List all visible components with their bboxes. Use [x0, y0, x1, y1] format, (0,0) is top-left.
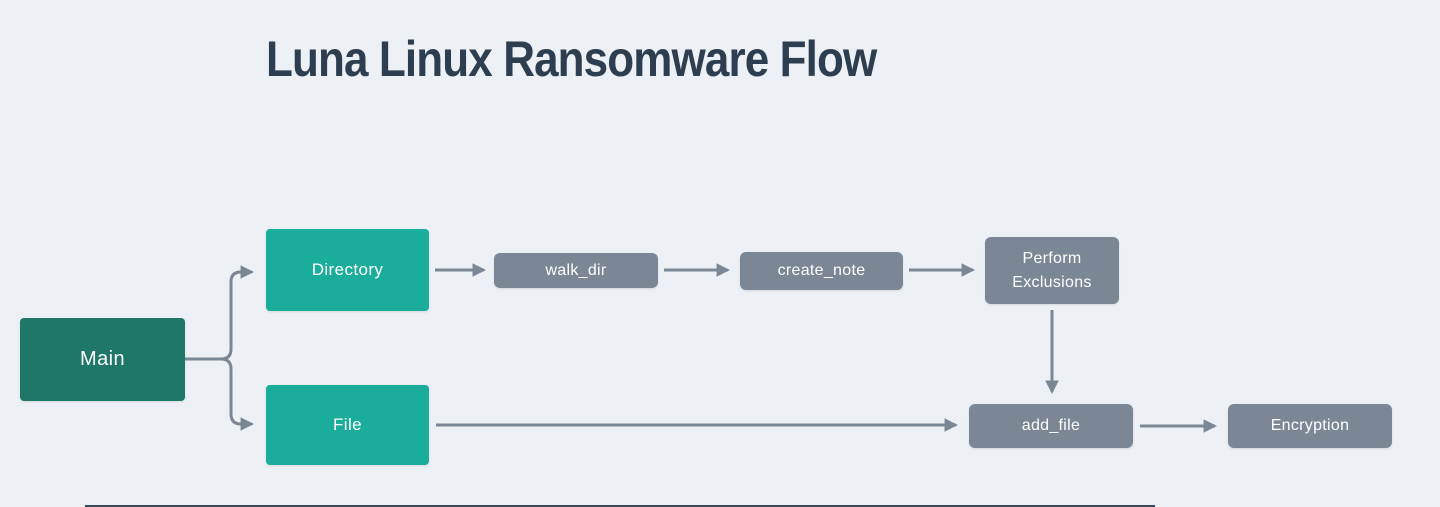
node-add-file-label: add_file	[1021, 417, 1081, 434]
node-perform-exclusions-label: Perform Exclusions	[1012, 250, 1092, 291]
node-add-file: add_file	[969, 404, 1133, 448]
page-title: Luna Linux Ransomware Flow	[266, 31, 877, 87]
node-file: File	[266, 385, 429, 465]
node-create-note: create_note	[740, 252, 903, 290]
node-encryption-label: Encryption	[1270, 417, 1350, 434]
node-walk-dir: walk_dir	[494, 253, 658, 288]
node-walk-dir-label: walk_dir	[545, 261, 607, 279]
edge-main-to-file	[185, 357, 255, 431]
node-directory-label: Directory	[311, 260, 384, 279]
node-create-note-label: create_note	[777, 262, 866, 279]
node-perform-exclusions: Perform Exclusions	[985, 237, 1119, 304]
node-main: Main	[20, 318, 185, 401]
node-main-label: Main	[80, 348, 125, 370]
edge-main-to-directory	[185, 265, 255, 361]
node-encryption: Encryption	[1228, 404, 1392, 448]
node-directory: Directory	[266, 229, 429, 311]
bottom-cropped-element-edge	[85, 505, 1155, 507]
node-file-label: File	[333, 415, 362, 434]
